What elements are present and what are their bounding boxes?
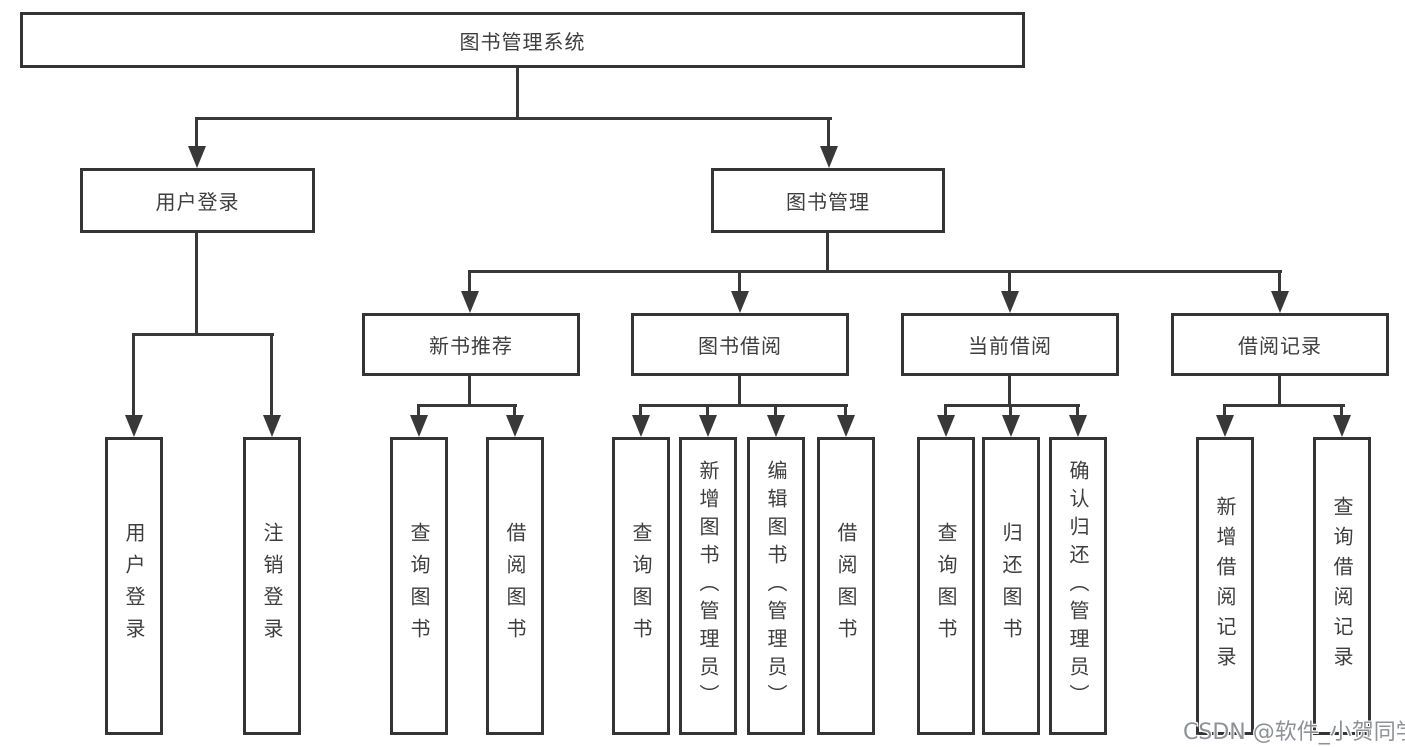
arrow-down-icon (1271, 291, 1289, 313)
node-label: 当前借阅 (968, 334, 1052, 358)
node-borrow-books-borrowing: 借阅图书 (817, 437, 875, 735)
arrow-down-icon (1333, 415, 1351, 437)
arrow-down-icon (461, 291, 479, 313)
node-system-root: 图书管理系统 (20, 12, 1025, 68)
node-logout: 注销登录 (243, 437, 301, 735)
edge-newbook-stem (468, 376, 471, 406)
arrow-down-icon (410, 415, 428, 437)
node-label: 新书推荐 (429, 334, 513, 358)
arrow-down-icon (767, 415, 785, 437)
node-label: 用户登录 (122, 522, 146, 650)
edge-borrowing-bar (639, 404, 848, 407)
arrow-down-icon (699, 415, 717, 437)
node-current-borrowing: 当前借阅 (901, 313, 1119, 376)
edge-root-stem (516, 68, 519, 119)
edge-records-stem (1278, 376, 1281, 406)
node-label: 新增借阅记录 (1213, 496, 1237, 676)
node-user-login-leaf: 用户登录 (105, 437, 163, 735)
node-label: 新增图书（管理员） (696, 460, 720, 712)
csdn-watermark: CSDN @软件_小贺同学 (1183, 720, 1405, 745)
node-label: 图书管理系统 (459, 29, 586, 54)
arrow-down-icon (506, 415, 524, 437)
node-user-login: 用户登录 (80, 168, 315, 233)
node-add-books-admin: 新增图书（管理员） (679, 437, 737, 735)
node-borrow-books-recommend: 借阅图书 (486, 437, 544, 735)
node-edit-books-admin: 编辑图书（管理员） (747, 437, 805, 735)
edge-records-drop-2 (1340, 404, 1343, 416)
arrow-down-icon (837, 415, 855, 437)
arrow-down-icon (125, 415, 143, 437)
node-label: 借阅记录 (1238, 334, 1322, 358)
node-label: 图书借阅 (698, 334, 782, 358)
node-label: 查询图书 (934, 522, 958, 650)
arrow-down-icon (632, 415, 650, 437)
edge-root-bar (196, 117, 832, 120)
node-book-management: 图书管理 (711, 168, 945, 233)
edge-newbook-drop-2 (513, 404, 516, 416)
edge-newbook-drop-1 (417, 404, 420, 416)
edge-bookmgmt-stem (826, 233, 829, 273)
edge-current-bar (944, 404, 1080, 407)
node-label: 借阅图书 (834, 522, 858, 650)
node-return-books: 归还图书 (982, 437, 1040, 735)
node-query-books-current: 查询图书 (917, 437, 975, 735)
arrow-down-icon (188, 146, 206, 168)
node-query-borrow-record: 查询借阅记录 (1313, 437, 1371, 735)
arrow-down-icon (1069, 415, 1087, 437)
edge-borrowing-drop-4 (844, 404, 847, 416)
arrow-down-icon (820, 146, 838, 168)
node-label: 查询图书 (407, 522, 431, 650)
edge-current-drop-3 (1076, 404, 1079, 416)
node-query-books-recommend: 查询图书 (390, 437, 448, 735)
edge-userlogin-drop-right (270, 333, 273, 416)
node-book-borrowing: 图书借阅 (631, 313, 849, 376)
edge-borrowing-drop-1 (639, 404, 642, 416)
edge-bookmgmt-drop-3 (1008, 270, 1011, 292)
node-label: 图书管理 (786, 190, 870, 214)
node-label: 归还图书 (999, 522, 1023, 650)
edge-userlogin-stem (195, 233, 198, 335)
node-label: 编辑图书（管理员） (764, 460, 788, 712)
edge-records-bar (1223, 404, 1345, 407)
node-label: 用户登录 (155, 190, 240, 214)
edge-borrowing-stem (738, 376, 741, 406)
edge-borrowing-drop-3 (774, 404, 777, 416)
edge-newbook-bar (417, 404, 517, 407)
node-label: 确认归还（管理员） (1066, 460, 1090, 712)
edge-current-drop-1 (944, 404, 947, 416)
edge-borrowing-drop-2 (706, 404, 709, 416)
node-confirm-return-admin: 确认归还（管理员） (1049, 437, 1107, 735)
edge-bookmgmt-drop-2 (738, 270, 741, 292)
arrow-down-icon (1216, 415, 1234, 437)
edge-root-drop-right (827, 117, 830, 148)
node-label: 查询借阅记录 (1330, 496, 1354, 676)
node-add-borrow-record: 新增借阅记录 (1196, 437, 1254, 735)
edge-current-stem (1008, 376, 1011, 406)
arrow-down-icon (1002, 415, 1020, 437)
arrow-down-icon (1001, 291, 1019, 313)
edge-userlogin-drop-left (132, 333, 135, 416)
edge-bookmgmt-drop-4 (1278, 270, 1281, 292)
node-borrowing-records: 借阅记录 (1171, 313, 1389, 376)
edge-userlogin-bar (132, 333, 274, 336)
arrow-down-icon (937, 415, 955, 437)
node-label: 查询图书 (629, 522, 653, 650)
node-label: 借阅图书 (503, 522, 527, 650)
edge-current-drop-2 (1009, 404, 1012, 416)
edge-root-drop-left (195, 117, 198, 148)
node-new-book-recommend: 新书推荐 (362, 313, 580, 376)
arrow-down-icon (731, 291, 749, 313)
node-query-books-borrowing: 查询图书 (612, 437, 670, 735)
edge-bookmgmt-drop-1 (468, 270, 471, 292)
node-label: 注销登录 (260, 522, 284, 650)
edge-records-drop-1 (1223, 404, 1226, 416)
arrow-down-icon (263, 415, 281, 437)
edge-bookmgmt-bar (468, 270, 1282, 273)
